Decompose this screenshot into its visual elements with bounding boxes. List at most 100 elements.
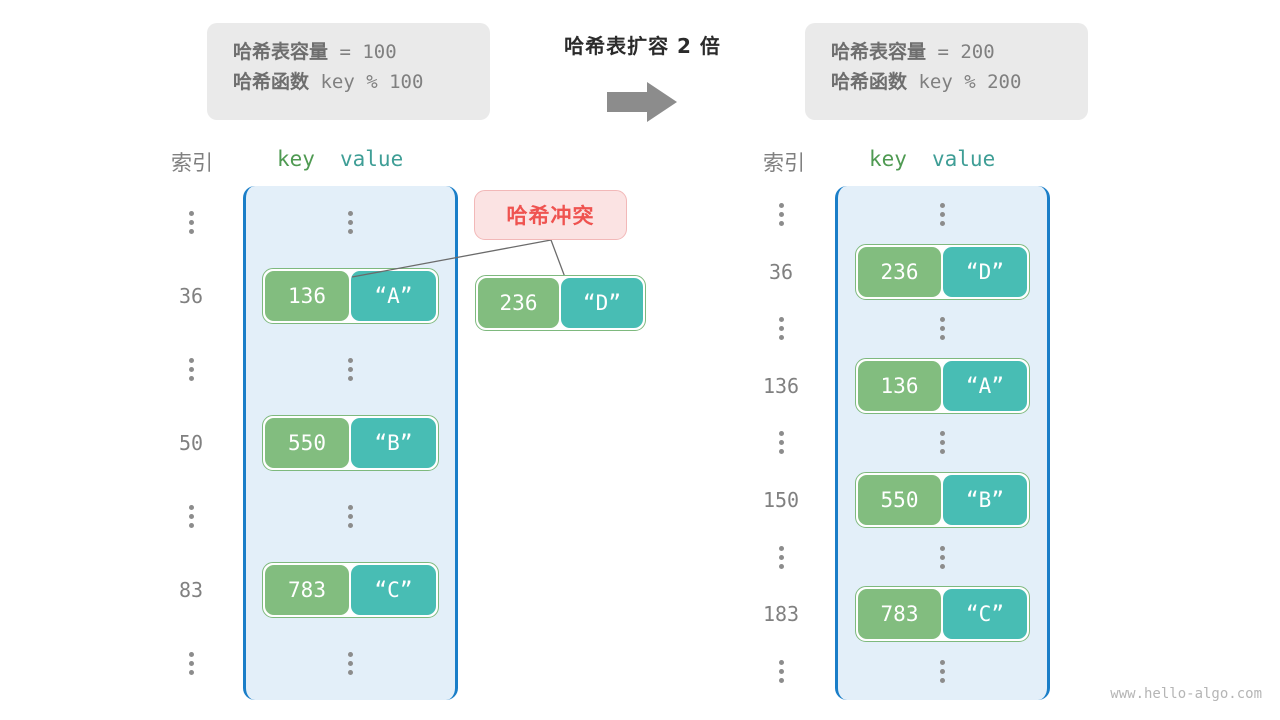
bucket-entry-row: 783“C” xyxy=(246,553,455,626)
hash-table-info-left: 哈希表容量 = 100 哈希函数 key % 100 xyxy=(207,23,490,120)
entry-value: “B” xyxy=(351,417,436,468)
vertical-ellipsis-icon xyxy=(940,203,945,227)
vertical-ellipsis-icon xyxy=(348,651,353,675)
index-label: 50 xyxy=(178,430,204,455)
bucket-ellipsis-row xyxy=(838,414,1047,471)
hash-table-info-right: 哈希表容量 = 200 哈希函数 key % 200 xyxy=(805,23,1088,120)
hash-function-label-right: 哈希函数 xyxy=(831,71,908,93)
key-value-pair: 783“C” xyxy=(855,586,1030,643)
vertical-ellipsis-icon xyxy=(188,358,194,382)
vertical-ellipsis-icon xyxy=(778,203,784,227)
index-ellipsis xyxy=(155,333,227,406)
bucket-entry-row: 550“B” xyxy=(246,406,455,479)
index-ellipsis xyxy=(745,529,817,586)
vertical-ellipsis-icon xyxy=(188,651,194,675)
index-ellipsis xyxy=(745,414,817,471)
vertical-ellipsis-icon xyxy=(778,659,784,683)
bucket-ellipsis-row xyxy=(838,186,1047,243)
hash-function-value-left: key % 100 xyxy=(309,71,424,93)
entry-key: 136 xyxy=(265,271,350,322)
bucket-ellipsis-row xyxy=(246,333,455,406)
entry-value: “B” xyxy=(943,475,1027,526)
key-value-pair: 550“B” xyxy=(262,414,439,471)
vertical-ellipsis-icon xyxy=(940,545,945,569)
hash-table-before: 索引 key value 36 50 83 136“A” 550“B” 783“C” xyxy=(155,144,465,700)
entry-value: “C” xyxy=(351,564,436,615)
header-value-left: value xyxy=(340,147,404,171)
entry-key: 783 xyxy=(858,589,942,640)
bucket-entry-row: 550“B” xyxy=(838,472,1047,529)
header-key-right: key xyxy=(869,147,907,171)
collision-entry-value: “D” xyxy=(561,278,643,328)
hash-function-label-left: 哈希函数 xyxy=(233,71,310,93)
column-headers-left: 索引 key value xyxy=(155,144,465,186)
entry-value: “D” xyxy=(943,246,1027,297)
collision-entry-key: 236 xyxy=(478,278,560,328)
capacity-label-left: 哈希表容量 xyxy=(233,41,329,63)
index-column-left: 36 50 83 xyxy=(155,186,227,700)
header-value-right: value xyxy=(932,147,996,171)
vertical-ellipsis-icon xyxy=(940,317,945,341)
entry-value: “C” xyxy=(943,589,1027,640)
bucket-ellipsis-row xyxy=(838,300,1047,357)
index-label: 183 xyxy=(762,602,800,627)
capacity-value-left: = 100 xyxy=(328,41,397,63)
right-arrow-icon xyxy=(520,74,765,129)
vertical-ellipsis-icon xyxy=(778,317,784,341)
key-value-pair: 136“A” xyxy=(262,268,439,325)
index-ellipsis xyxy=(745,186,817,243)
entry-key: 550 xyxy=(265,417,350,468)
index-ellipsis xyxy=(155,627,227,700)
index-ellipsis xyxy=(745,300,817,357)
transform-title: 哈希表扩容 2 倍 xyxy=(564,34,721,58)
capacity-value-right: = 200 xyxy=(926,41,995,63)
entry-value: “A” xyxy=(943,360,1027,411)
vertical-ellipsis-icon xyxy=(348,211,353,235)
entry-value: “A” xyxy=(351,271,436,322)
index-label: 136 xyxy=(762,373,800,398)
entry-key: 236 xyxy=(858,246,942,297)
vertical-ellipsis-icon xyxy=(778,431,784,455)
capacity-line-right: 哈希表容量 = 200 xyxy=(831,37,1062,67)
bucket-entry-row: 236“D” xyxy=(838,243,1047,300)
key-value-pair: 236“D” xyxy=(855,243,1030,300)
entry-key: 136 xyxy=(858,360,942,411)
bucket-entry-row: 783“C” xyxy=(838,586,1047,643)
header-index-left: 索引 xyxy=(171,151,213,175)
index-ellipsis xyxy=(745,643,817,700)
vertical-ellipsis-icon xyxy=(940,431,945,455)
vertical-ellipsis-icon xyxy=(188,504,194,528)
bucket-container-left: 136“A” 550“B” 783“C” xyxy=(243,186,458,700)
hash-function-line-left: 哈希函数 key % 100 xyxy=(233,67,464,97)
hash-function-value-right: key % 200 xyxy=(907,71,1022,93)
collision-entry: 236 “D” xyxy=(475,275,646,331)
column-headers-right: 索引 key value xyxy=(745,144,1065,186)
collision-badge: 哈希冲突 xyxy=(474,190,627,240)
key-value-pair: 136“A” xyxy=(855,357,1030,414)
key-value-pair: 783“C” xyxy=(262,561,439,618)
capacity-label-right: 哈希表容量 xyxy=(831,41,927,63)
bucket-ellipsis-row xyxy=(246,186,455,259)
watermark: www.hello-algo.com xyxy=(1110,686,1262,702)
capacity-line-left: 哈希表容量 = 100 xyxy=(233,37,464,67)
vertical-ellipsis-icon xyxy=(188,211,194,235)
bucket-container-right: 236“D” 136“A” 550“B” 783“C” xyxy=(835,186,1050,700)
entry-key: 550 xyxy=(858,475,942,526)
bucket-ellipsis-row xyxy=(838,529,1047,586)
hash-function-line-right: 哈希函数 key % 200 xyxy=(831,67,1062,97)
index-ellipsis xyxy=(155,480,227,553)
key-value-pair: 550“B” xyxy=(855,472,1030,529)
header-key-left: key xyxy=(277,147,315,171)
index-label: 36 xyxy=(768,259,794,284)
index-label: 36 xyxy=(178,284,204,309)
index-column-right: 36 136 150 183 xyxy=(745,186,817,700)
header-index-right: 索引 xyxy=(763,151,805,175)
bucket-entry-row: 136“A” xyxy=(246,259,455,332)
entry-key: 783 xyxy=(265,564,350,615)
vertical-ellipsis-icon xyxy=(778,545,784,569)
index-label: 150 xyxy=(762,488,800,513)
vertical-ellipsis-icon xyxy=(348,504,353,528)
bucket-ellipsis-row xyxy=(246,480,455,553)
vertical-ellipsis-icon xyxy=(940,659,945,683)
index-label: 83 xyxy=(178,577,204,602)
